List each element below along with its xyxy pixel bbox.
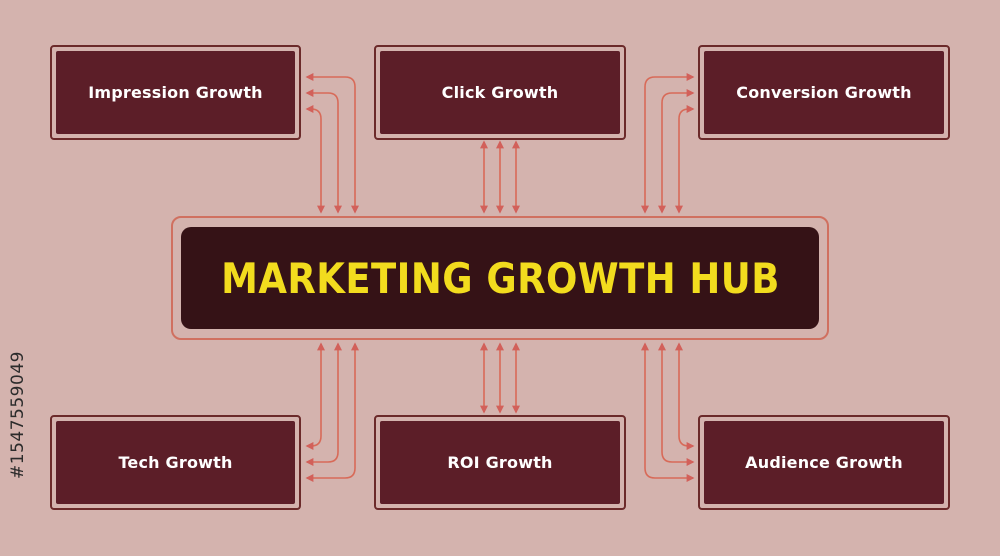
connector-audience-3 (641, 342, 695, 482)
hub-frame (171, 216, 829, 340)
node-click-growth: Click Growth (374, 45, 626, 140)
node-tech-label: Tech Growth (118, 453, 233, 472)
node-audience-panel: Audience Growth (704, 421, 944, 504)
stock-id-text: #1547559049 (8, 351, 28, 479)
node-conversion-label: Conversion Growth (736, 83, 912, 102)
connector-tech-1 (305, 342, 325, 450)
node-roi-growth: ROI Growth (374, 415, 626, 510)
node-tech-panel: Tech Growth (56, 421, 295, 504)
connector-impression-1 (305, 73, 359, 214)
node-audience-label: Audience Growth (745, 453, 903, 472)
node-click-label: Click Growth (441, 83, 559, 102)
node-conversion-growth: Conversion Growth (698, 45, 950, 140)
hub-panel: MARKETING GROWTH HUB (181, 227, 819, 329)
connector-tech-2 (305, 342, 342, 466)
node-audience-growth: Audience Growth (698, 415, 950, 510)
connector-conversion-2 (658, 89, 695, 214)
node-impression-panel: Impression Growth (56, 51, 295, 134)
hub-title: MARKETING GROWTH HUB (220, 253, 780, 303)
node-tech-growth: Tech Growth (50, 415, 301, 510)
node-impression-growth: Impression Growth (50, 45, 301, 140)
node-conversion-panel: Conversion Growth (704, 51, 944, 134)
node-click-panel: Click Growth (380, 51, 620, 134)
connector-audience-2 (658, 342, 695, 466)
node-impression-label: Impression Growth (88, 83, 263, 102)
stock-id-watermark: #1547559049 (8, 290, 28, 540)
connector-audience-1 (675, 342, 695, 450)
node-roi-panel: ROI Growth (380, 421, 620, 504)
connector-conversion-3 (675, 105, 695, 214)
connector-impression-3 (305, 105, 325, 214)
connector-tech-3 (305, 342, 359, 482)
node-roi-label: ROI Growth (447, 453, 553, 472)
connector-impression-2 (305, 89, 342, 214)
connector-conversion-1 (641, 73, 695, 214)
